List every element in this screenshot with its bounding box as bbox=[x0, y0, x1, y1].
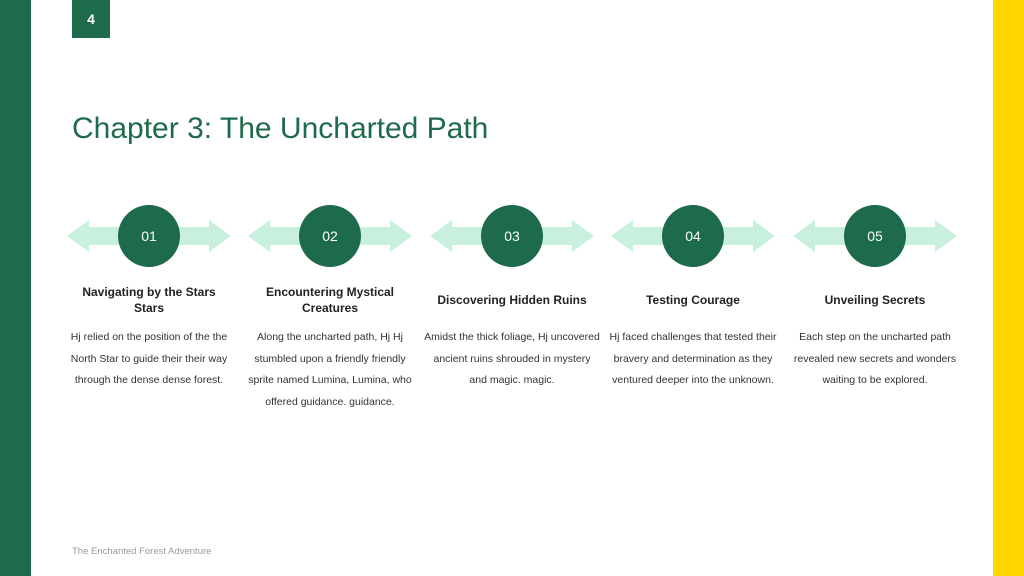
footer-text: The Enchanted Forest Adventure bbox=[72, 546, 212, 557]
step-number-circle: 04 bbox=[662, 205, 724, 267]
step-number: 03 bbox=[504, 228, 520, 244]
step-description: Each step on the uncharted path revealed… bbox=[793, 331, 957, 387]
step-description: Along the uncharted path, Hj Hj stumbled… bbox=[248, 331, 412, 409]
step-heading: Discovering Hidden Ruins bbox=[437, 293, 587, 307]
step-number-circle: 01 bbox=[118, 205, 180, 267]
slide-title: Chapter 3: The Uncharted Path bbox=[72, 112, 489, 145]
step-number: 01 bbox=[141, 228, 157, 244]
step-description: Hj relied on the position of the the Nor… bbox=[70, 331, 228, 387]
step-description: Amidst the thick foliage, Hj uncovered a… bbox=[424, 331, 600, 387]
step-number: 05 bbox=[867, 228, 883, 244]
page-number: 4 bbox=[87, 11, 95, 27]
step-number-circle: 02 bbox=[299, 205, 361, 267]
step-description: Hj faced challenges that tested their br… bbox=[609, 331, 777, 387]
left-accent-bar bbox=[0, 0, 31, 576]
step-heading: Encountering Mystical Creatures bbox=[265, 285, 395, 315]
page-number-badge: 4 bbox=[72, 0, 110, 38]
right-accent-bar bbox=[993, 0, 1024, 576]
step-heading: Testing Courage bbox=[646, 293, 740, 307]
step-number: 04 bbox=[685, 228, 701, 244]
step-heading: Navigating by the Stars Stars bbox=[82, 285, 216, 315]
step-number: 02 bbox=[322, 228, 338, 244]
step-number-circle: 03 bbox=[481, 205, 543, 267]
step-heading: Unveiling Secrets bbox=[824, 293, 926, 307]
step-number-circle: 05 bbox=[844, 205, 906, 267]
